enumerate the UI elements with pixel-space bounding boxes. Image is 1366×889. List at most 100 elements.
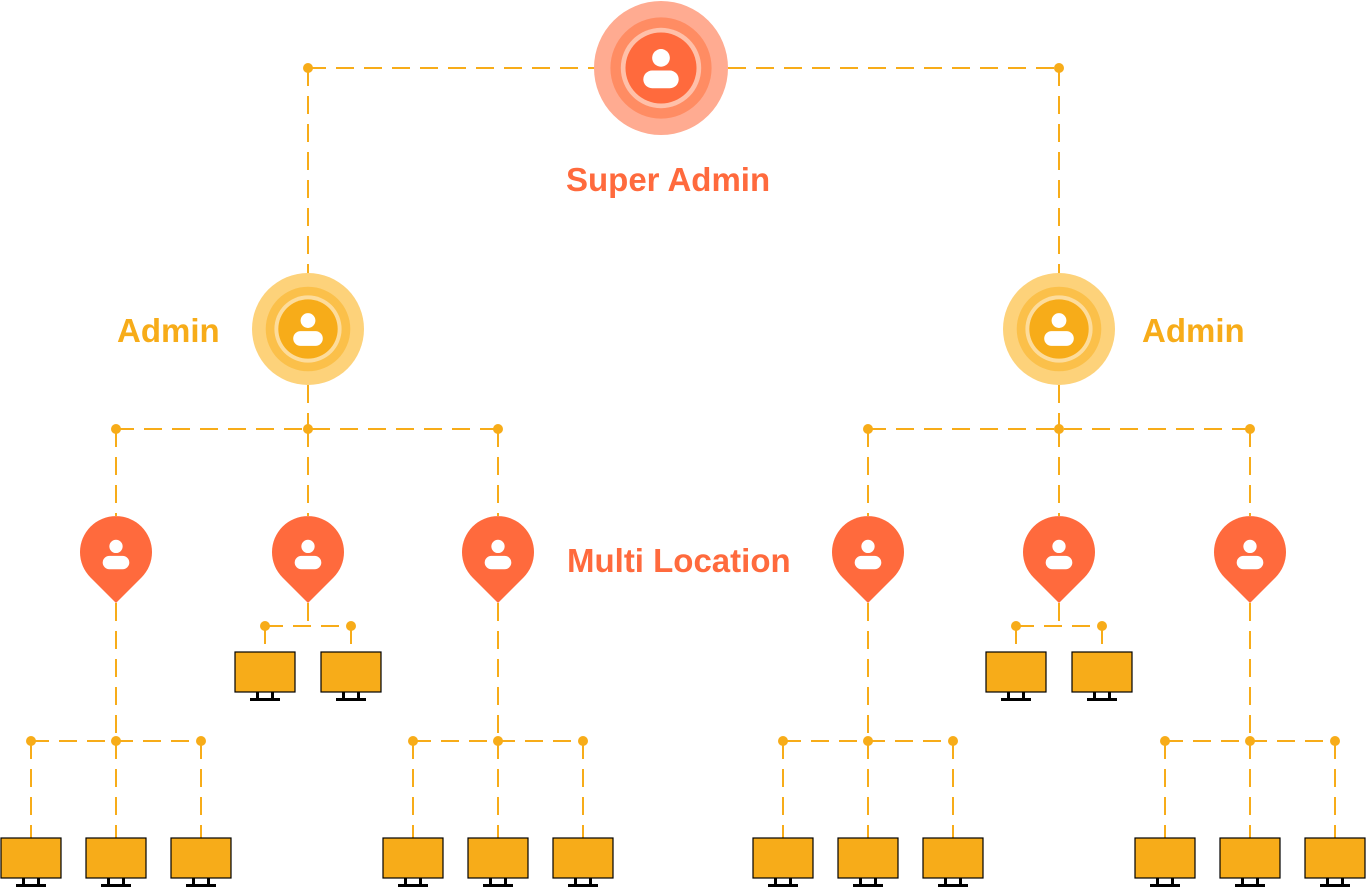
- monitor-leg: [207, 878, 210, 884]
- monitor-icon: [1219, 837, 1281, 887]
- monitor-base: [568, 884, 598, 887]
- monitor-leg: [1022, 692, 1025, 698]
- connector-dot: [1330, 736, 1340, 746]
- monitor-leg: [1171, 878, 1174, 884]
- connector-dot: [493, 424, 503, 434]
- user-head: [301, 539, 315, 554]
- monitor-leg: [1108, 692, 1111, 698]
- user-head: [300, 313, 316, 328]
- monitor-screen: [552, 837, 614, 879]
- user-circle-icon: [643, 49, 679, 89]
- monitor-base: [853, 884, 883, 887]
- monitor-screen: [837, 837, 899, 879]
- connector-dot: [111, 736, 121, 746]
- monitor-leg: [271, 692, 274, 698]
- connector-dot: [1245, 736, 1255, 746]
- monitor-icon: [837, 837, 899, 887]
- monitor-leg: [192, 878, 195, 884]
- monitor-base: [768, 884, 798, 887]
- monitor-base: [16, 884, 46, 887]
- connector-dot: [1245, 424, 1255, 434]
- location-pin-user-icon: [80, 516, 153, 603]
- monitor-leg: [874, 878, 877, 884]
- monitor-screen: [1304, 837, 1366, 879]
- monitor-leg: [37, 878, 40, 884]
- user-head: [1052, 539, 1066, 554]
- connector-dot: [1054, 63, 1064, 73]
- monitor-base: [1150, 884, 1180, 887]
- monitor-icon: [985, 651, 1047, 701]
- user-body: [1236, 555, 1264, 570]
- monitor-leg: [256, 692, 259, 698]
- monitor-leg: [1341, 878, 1344, 884]
- monitor-screen: [1219, 837, 1281, 879]
- connector-dot: [346, 621, 356, 631]
- monitor-leg: [1256, 878, 1259, 884]
- monitor-base: [398, 884, 428, 887]
- location-pin-user-icon: [1214, 516, 1286, 603]
- monitor-icon: [170, 837, 232, 887]
- monitor-leg: [1156, 878, 1159, 884]
- super-admin-label: Super Admin: [566, 161, 771, 198]
- admin-avatar: [1003, 273, 1115, 385]
- location-pin-user-icon: [462, 516, 535, 603]
- user-body: [854, 555, 882, 570]
- connector-dot: [303, 424, 313, 434]
- monitor-leg: [589, 878, 592, 884]
- monitor-leg: [22, 878, 25, 884]
- monitor-leg: [574, 878, 577, 884]
- monitor-base: [250, 698, 280, 701]
- monitor-base: [1087, 698, 1117, 701]
- monitor-screen: [467, 837, 529, 879]
- connector-dot: [1011, 621, 1021, 631]
- monitor-icon: [0, 837, 62, 887]
- monitor-icon: [922, 837, 984, 887]
- monitor-leg: [1007, 692, 1010, 698]
- admin-label-right: Admin: [1142, 312, 1245, 349]
- monitor-leg: [404, 878, 407, 884]
- monitor-leg: [342, 692, 345, 698]
- monitor-screen: [1071, 651, 1133, 693]
- connector-dot: [778, 736, 788, 746]
- monitor-screen: [922, 837, 984, 879]
- connector-dot: [260, 621, 270, 631]
- avatar-core: [278, 299, 338, 359]
- monitor-icon: [1134, 837, 1196, 887]
- monitor-screen: [382, 837, 444, 879]
- monitor-screen: [985, 651, 1047, 693]
- user-body: [1044, 331, 1074, 346]
- monitor-screen: [170, 837, 232, 879]
- monitor-screen: [320, 651, 382, 693]
- monitor-leg: [357, 692, 360, 698]
- connector-dot: [578, 736, 588, 746]
- monitor-icon: [552, 837, 614, 887]
- monitor-icon: [1071, 651, 1133, 701]
- user-body: [293, 331, 323, 346]
- multi-location-label: Multi Location: [567, 542, 791, 579]
- monitor-leg: [1326, 878, 1329, 884]
- user-head: [1051, 313, 1067, 328]
- connector-dots: [26, 63, 1340, 746]
- connector-dot: [111, 424, 121, 434]
- monitor-leg: [944, 878, 947, 884]
- monitor-leg: [1241, 878, 1244, 884]
- monitor-leg: [859, 878, 862, 884]
- monitor-base: [1001, 698, 1031, 701]
- monitor-icon: [467, 837, 529, 887]
- monitor-base: [938, 884, 968, 887]
- connector-dot: [493, 736, 503, 746]
- user-body: [643, 70, 679, 89]
- location-pin-user-icon: [832, 516, 904, 603]
- monitor-leg: [107, 878, 110, 884]
- user-head: [491, 539, 505, 554]
- connector-dot: [408, 736, 418, 746]
- connector-dot: [863, 424, 873, 434]
- monitor-icon: [85, 837, 147, 887]
- location-pin-user-icon: [1023, 516, 1096, 603]
- monitor-icon: [234, 651, 296, 701]
- admin-label-left: Admin: [117, 312, 220, 349]
- user-circle-icon: [293, 313, 323, 346]
- monitor-leg: [489, 878, 492, 884]
- monitor-leg: [959, 878, 962, 884]
